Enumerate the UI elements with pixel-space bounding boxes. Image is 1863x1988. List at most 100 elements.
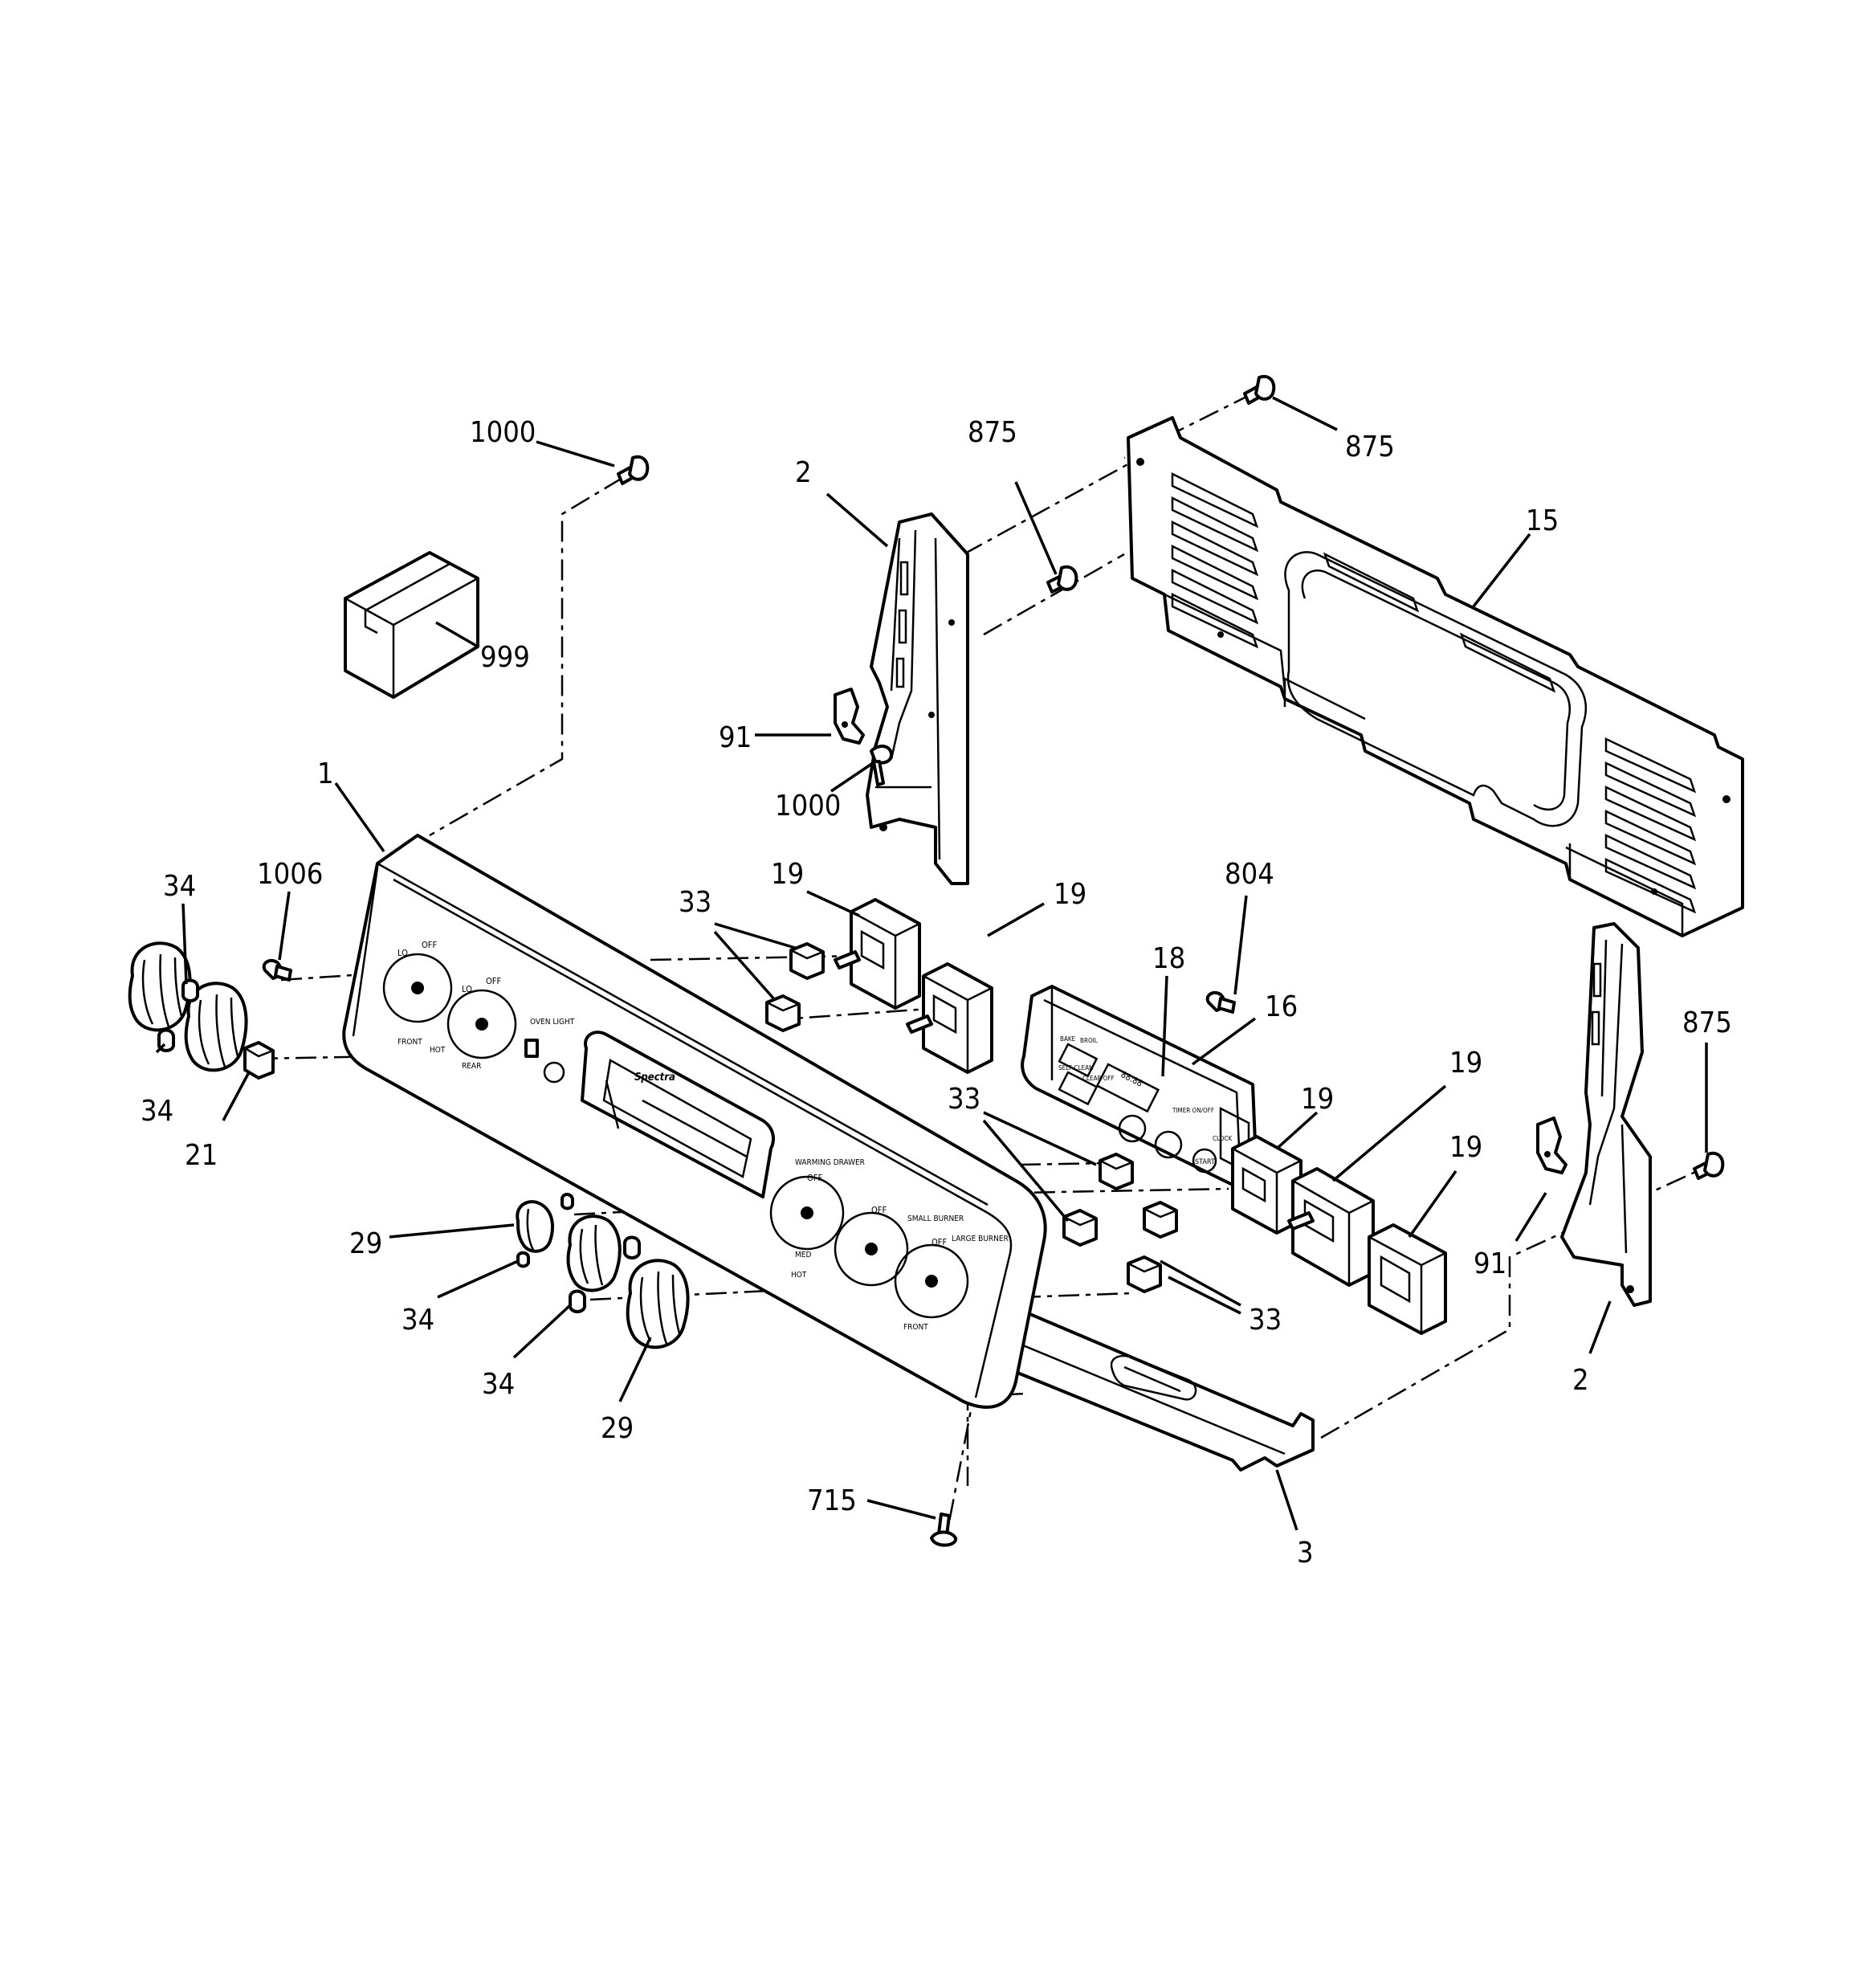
oven-light-switch-part-21 <box>243 1041 275 1080</box>
panel-text-oven-light: OVEN LIGHT <box>530 1018 575 1027</box>
control-text-clock: CLOCK <box>1213 1135 1232 1142</box>
control-text-broil: BROIL <box>1080 1037 1098 1044</box>
right-louvers <box>1604 737 1697 914</box>
knob-part-34-large-a <box>128 941 192 1032</box>
screw-part-715 <box>930 1512 957 1547</box>
panel-text-off-5: OFF <box>932 1237 947 1247</box>
label-999: 999 <box>480 641 530 674</box>
panel-text-hot-1: HOT <box>430 1046 446 1055</box>
label-34-top-left: 34 <box>163 870 196 903</box>
rear-panel-part-15 <box>1127 416 1744 937</box>
indicator-light-part-33-c <box>1099 1153 1134 1190</box>
panel-text-large-burner: LARGE BURNER <box>952 1235 1009 1243</box>
label-18: 18 <box>1152 942 1185 975</box>
label-19-e: 19 <box>1449 1131 1482 1164</box>
panel-text-warming-drawer: WARMING DRAWER <box>795 1158 865 1167</box>
left-louvers <box>1171 471 1259 649</box>
panel-text-lo-2: LO <box>462 984 472 994</box>
label-91-right: 91 <box>1474 1247 1506 1280</box>
indicator-light-part-33-a <box>789 942 825 980</box>
knob-part-34-large-b <box>184 982 248 1072</box>
panel-text-rear: REAR <box>462 1062 481 1071</box>
knob-insert-part-34-d <box>623 1235 641 1259</box>
label-34-bottom: 34 <box>482 1368 515 1401</box>
label-34-middle: 34 <box>402 1304 434 1337</box>
panel-text-off-4: OFF <box>871 1205 887 1215</box>
label-1000-bracket: 1000 <box>775 790 841 823</box>
side-bracket-part-2-left <box>866 512 969 885</box>
electronic-control-part-16: 88:88 START BAKE BROIL SELF CLEAN CLEAR … <box>1021 985 1258 1190</box>
label-33-bottom: 33 <box>1249 1304 1282 1337</box>
label-29-lower: 29 <box>601 1412 634 1445</box>
indicator-light-part-33-d <box>1062 1209 1098 1247</box>
knob-insert-part-34-c <box>561 1193 574 1210</box>
panel-text-small-burner: SMALL BURNER <box>907 1214 964 1223</box>
box-part-999 <box>344 551 479 699</box>
infinite-switch-part-19-e <box>1368 1223 1447 1335</box>
screw-part-875-right <box>1693 1151 1725 1180</box>
infinite-switch-part-19-b <box>906 962 993 1074</box>
indicator-light-part-33-b <box>765 994 801 1032</box>
screw-part-1006 <box>262 958 292 982</box>
label-34-left: 34 <box>141 1095 173 1128</box>
label-15: 15 <box>1526 504 1559 537</box>
infinite-switch-part-19-d <box>1287 1167 1375 1287</box>
screw-part-875-bracket <box>1046 565 1078 594</box>
label-1006: 1006 <box>257 858 323 891</box>
label-2-left: 2 <box>795 456 812 489</box>
ge-logo <box>543 1061 565 1084</box>
screw-part-875-top <box>1243 374 1276 405</box>
panel-text-med: MED <box>795 1251 811 1259</box>
label-715: 715 <box>807 1484 857 1517</box>
panel-text-off-1: OFF <box>422 940 437 950</box>
label-21: 21 <box>185 1139 218 1172</box>
panel-text-hot-2: HOT <box>791 1271 807 1280</box>
control-text-bake: BAKE <box>1060 1035 1076 1043</box>
knob-part-29-large-b <box>626 1259 690 1349</box>
label-1: 1 <box>317 757 334 790</box>
screw-part-1000-bracket <box>870 745 893 786</box>
label-19-d: 19 <box>1449 1047 1482 1080</box>
knob-insert-part-34-f <box>569 1289 586 1313</box>
control-text-self-clean: SELF CLEAN <box>1058 1064 1093 1072</box>
label-875-top: 875 <box>1345 431 1395 463</box>
label-16: 16 <box>1265 990 1298 1023</box>
panel-dials <box>382 953 969 1319</box>
label-29-upper: 29 <box>349 1227 382 1260</box>
lower-trim-part-3 <box>998 1300 1315 1472</box>
control-text-start: START <box>1195 1158 1215 1166</box>
infinite-switch-part-19-a <box>834 898 921 1010</box>
label-875-right: 875 <box>1682 1006 1732 1039</box>
panel-text-off-3: OFF <box>807 1173 822 1183</box>
label-2-right: 2 <box>1572 1364 1589 1397</box>
control-panel-part-1: OFF LO OFF LO FRONT REAR HOT OVEN LIGHT … <box>342 834 1047 1409</box>
label-804: 804 <box>1225 858 1274 891</box>
side-bracket-part-2-right <box>1560 922 1652 1307</box>
clip-part-91-left <box>834 688 865 745</box>
clip-part-91-right <box>1536 1116 1567 1174</box>
knob-part-29-large-a <box>566 1214 622 1292</box>
panel-text-front: FRONT <box>397 1038 422 1047</box>
label-875-bracket: 875 <box>968 416 1017 449</box>
leader-lines <box>155 396 1708 1531</box>
label-3: 3 <box>1297 1537 1314 1570</box>
label-33-top: 33 <box>679 886 711 919</box>
screw-part-1000-top <box>617 455 650 485</box>
indicator-light-part-33-e <box>1143 1201 1178 1239</box>
label-1000-top: 1000 <box>470 416 536 449</box>
control-text-clear-off: CLEAR OFF <box>1082 1075 1115 1082</box>
control-text-timer: TIMER ON/OFF <box>1172 1107 1214 1114</box>
label-19-a: 19 <box>771 858 804 891</box>
label-19-b: 19 <box>1054 878 1086 911</box>
part-number-labels: 1000 875 2 875 15 999 91 1000 1 34 1006 … <box>141 416 1732 1570</box>
label-19-c: 19 <box>1301 1083 1334 1116</box>
screw-part-804 <box>1205 990 1236 1014</box>
knob-insert-part-34-e <box>516 1251 530 1268</box>
panel-text-brand: Spectra <box>634 1072 675 1084</box>
panel-text-off-2: OFF <box>486 976 501 986</box>
panel-text-lo-1: LO <box>397 948 408 958</box>
indicator-light-part-33-f <box>1127 1255 1162 1293</box>
label-33-middle: 33 <box>948 1083 980 1116</box>
panel-text-front-2: FRONT <box>903 1323 928 1332</box>
